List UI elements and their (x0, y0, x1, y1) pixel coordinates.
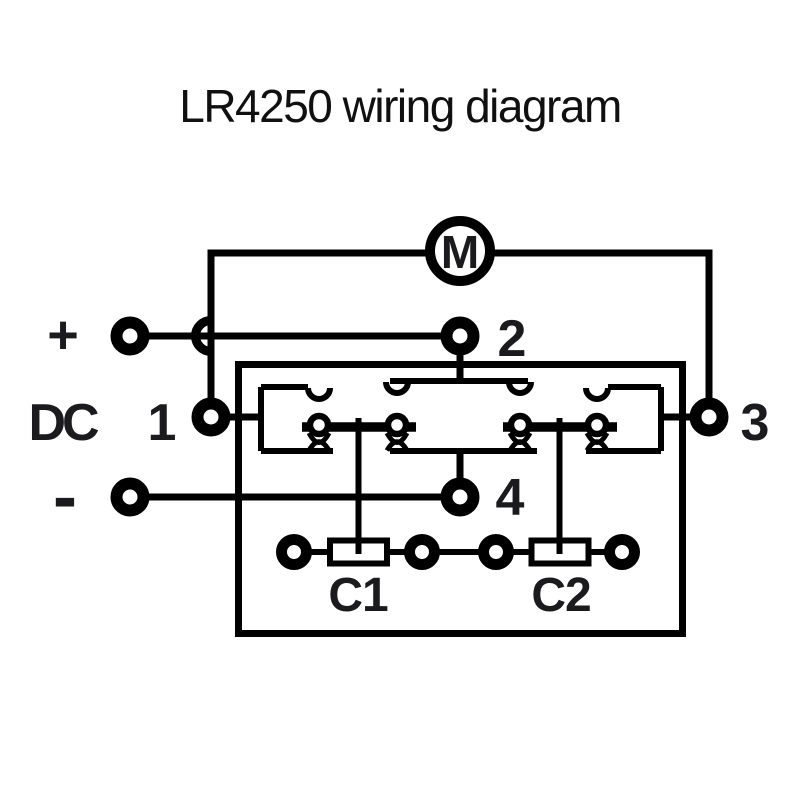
moving-contacts (306, 412, 610, 452)
terminal-1-label: 1 (148, 394, 177, 452)
screw-terminals (110, 316, 729, 517)
contact-point-2 (384, 412, 410, 438)
moving-contact-1 (306, 431, 332, 452)
coil-terminal-2 (404, 534, 440, 570)
moving-contact-2 (384, 431, 410, 452)
terminal-1 (191, 397, 231, 437)
contact-point-1 (306, 412, 332, 438)
enclosure-box (235, 361, 686, 637)
junction-half-ring (191, 316, 212, 356)
coil-row (276, 418, 640, 570)
coil-c2-label: C2 (531, 569, 590, 622)
fixed-contacts (305, 381, 611, 402)
minus-label: - (53, 457, 77, 537)
motor-label: M (441, 226, 479, 278)
dc-label: DC (28, 394, 99, 452)
coil-terminal-3 (478, 534, 514, 570)
moving-contact-4 (584, 431, 610, 452)
fixed-contact-arc-4 (583, 387, 611, 402)
page-title: LR4250 wiring diagram (179, 80, 621, 132)
terminal-3 (689, 397, 729, 437)
plus-label: + (47, 305, 79, 365)
fixed-contact-arc-3 (506, 381, 534, 396)
terminal-minus (110, 477, 150, 517)
terminal-3-label: 3 (741, 394, 770, 452)
terminal-2 (440, 316, 480, 356)
motor-circle (425, 216, 495, 286)
coil-terminal-1 (276, 534, 312, 570)
terminal-4-label: 4 (496, 469, 525, 527)
motor-loop-left-wire (207, 249, 427, 417)
terminal-2-label: 2 (498, 310, 527, 368)
contact-point-3 (507, 412, 533, 438)
wires (130, 249, 713, 501)
coil-terminal-4 (604, 534, 640, 570)
fixed-contact-arc-2 (383, 381, 411, 396)
fixed-contact-arc-1 (305, 387, 333, 402)
terminal-4 (440, 477, 480, 517)
motor-symbol: M (425, 216, 495, 286)
coil-c1-label: C1 (328, 569, 388, 622)
labels: + DC - 1 2 3 4 C1 C2 (28, 305, 769, 622)
terminal-plus (110, 316, 150, 356)
motor-loop-right-wire (493, 249, 713, 417)
moving-contact-3 (507, 431, 533, 452)
contact-point-4 (584, 412, 610, 438)
